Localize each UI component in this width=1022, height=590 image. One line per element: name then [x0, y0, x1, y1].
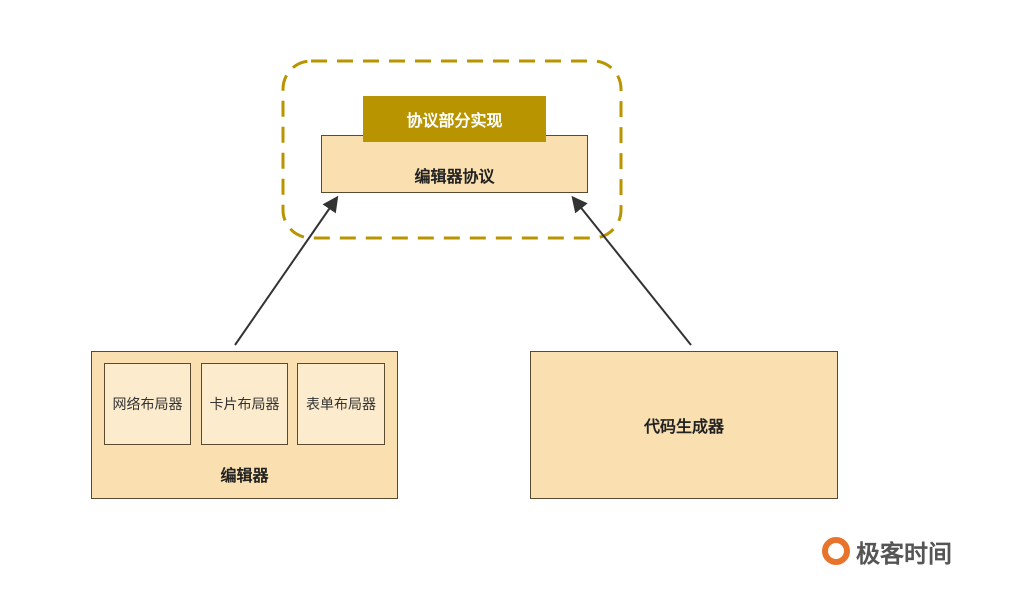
layout-form: 表单布局器 [297, 363, 385, 445]
arrow-codegen-to-protocol [571, 195, 692, 346]
protocol-impl-box: 协议部分实现 [363, 96, 546, 142]
codegen-label: 代码生成器 [643, 417, 724, 436]
codegen-box: 代码生成器 [530, 351, 838, 499]
protocol-impl-label: 协议部分实现 [406, 111, 503, 130]
layout-card: 卡片布局器 [201, 363, 288, 445]
layout-label: 网络布局器 [112, 397, 183, 413]
arrow-editor-to-protocol [234, 195, 339, 346]
layout-label: 表单布局器 [306, 397, 376, 413]
logo-icon [822, 537, 850, 565]
logo-text: 极客时间 [856, 539, 952, 568]
editor-protocol-label: 编辑器协议 [414, 167, 495, 186]
logo: 极客时间 [822, 532, 977, 570]
dashed-boundary [281, 59, 623, 240]
editor-protocol-box: 编辑器协议 [321, 135, 588, 193]
layout-network: 网络布局器 [104, 363, 191, 445]
editor-label: 编辑器 [220, 466, 269, 485]
layout-label: 卡片布局器 [209, 397, 280, 413]
